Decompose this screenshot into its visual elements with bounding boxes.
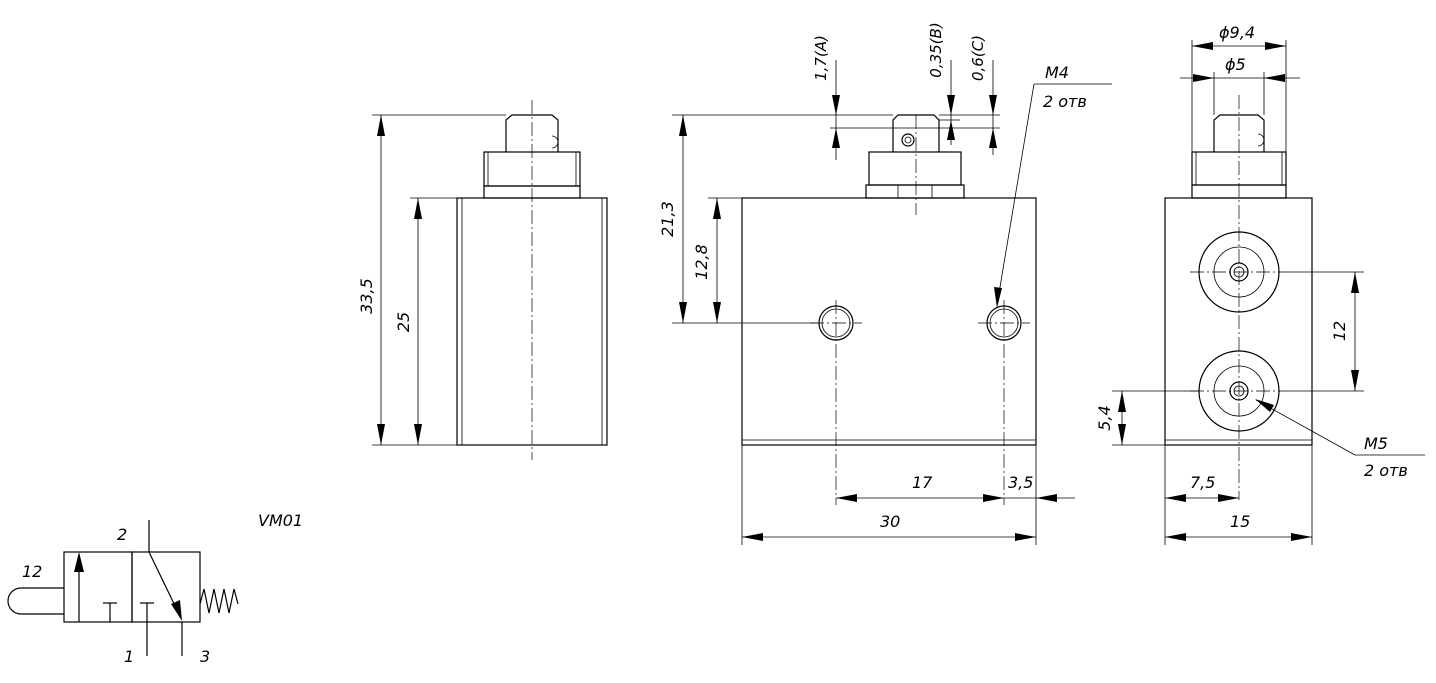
front-view: 21,3 12,8 1,7(A) 0,35(B) 0,6(C) M4 2 отв: [658, 22, 1112, 545]
dim-30: 30: [880, 512, 900, 531]
dim-a: 1,7(A): [812, 35, 830, 81]
dim-21-3: 21,3: [658, 201, 677, 237]
end-view: ϕ9,4 ϕ5 12 5,4 M5 2 отв 7,5: [1095, 23, 1425, 545]
dim-5-4: 5,4: [1095, 405, 1114, 430]
dim-c: 0,6(C): [969, 35, 987, 81]
port-2-label: 2: [117, 525, 127, 544]
valve-box-right: [131, 551, 201, 623]
dim-7-5: 7,5: [1190, 473, 1215, 492]
end-body: [1164, 197, 1313, 446]
side-view: 33,5 25: [357, 100, 608, 460]
dim-25: 25: [394, 312, 413, 332]
dim-b: 0,35(B): [927, 22, 945, 77]
dim-12-8: 12,8: [692, 244, 711, 280]
port-12-label: 12: [22, 562, 42, 581]
dim-3-5: 3,5: [1008, 473, 1033, 492]
holes-m4: 2 отв: [1043, 92, 1087, 111]
dim-12: 12: [1330, 321, 1349, 341]
front-body: [741, 197, 1037, 446]
dia-5: ϕ5: [1225, 55, 1246, 74]
dim-33-5: 33,5: [357, 278, 376, 314]
thread-m4: M4: [1045, 63, 1069, 82]
dia-9-4: ϕ9,4: [1219, 23, 1255, 42]
holes-m5: 2 отв: [1364, 461, 1408, 480]
valve-box-left: [63, 551, 133, 623]
model-label: VM01: [258, 511, 303, 530]
port-3-label: 3: [200, 647, 210, 666]
valve-symbol: VM01 2 12 1 3: [7, 511, 303, 666]
dim-17: 17: [912, 473, 933, 492]
thread-m5: M5: [1364, 434, 1388, 453]
dim-15: 15: [1230, 512, 1250, 531]
port-1-label: 1: [124, 647, 134, 666]
